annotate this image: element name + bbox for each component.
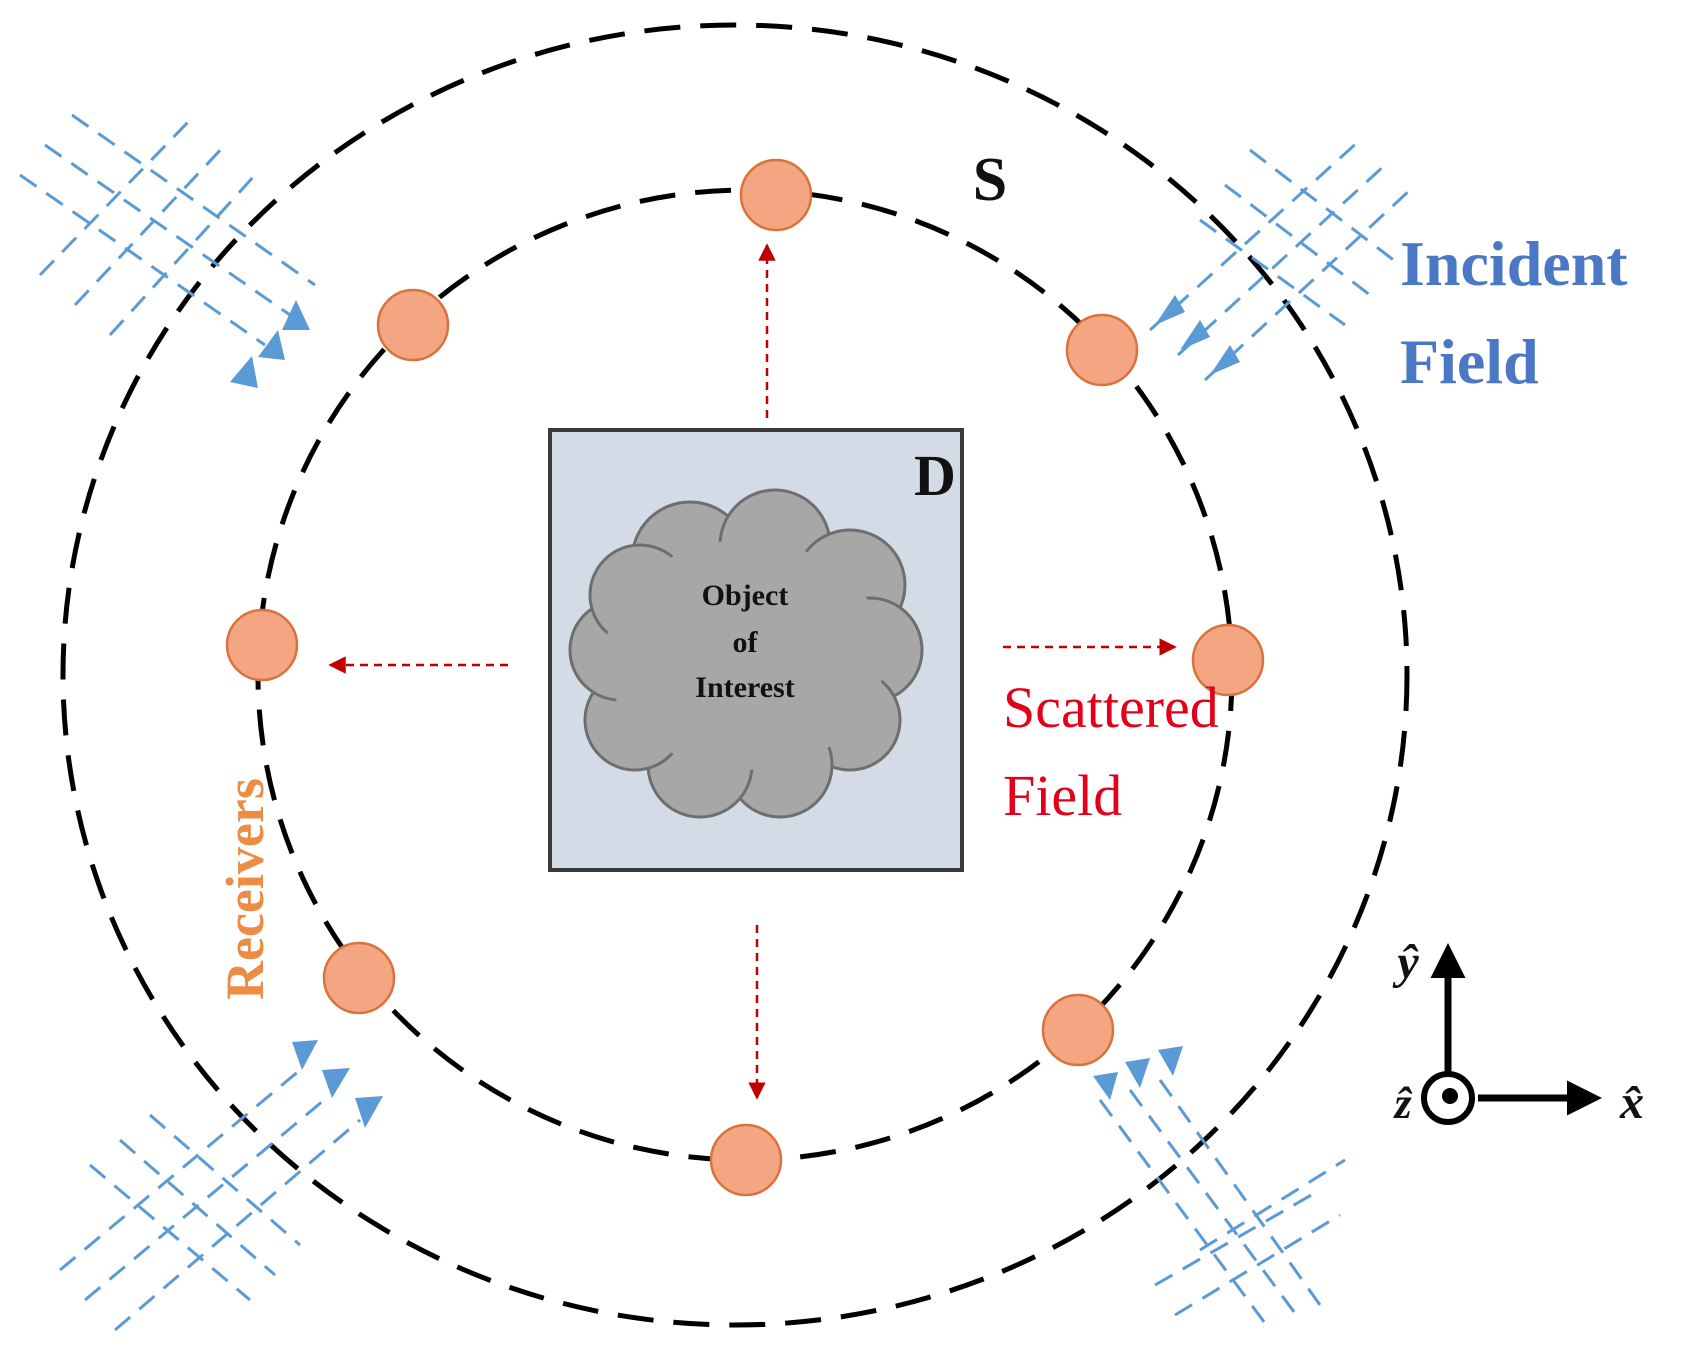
scattered-field-label-line2: Field — [1003, 763, 1122, 828]
receiver — [322, 941, 396, 1015]
coordinate-axes: ŷ x̂ ẑ — [1392, 936, 1644, 1129]
incident-arrows-top-left — [230, 300, 310, 388]
boundary-s-label: S — [973, 146, 1007, 214]
receiver — [709, 1123, 783, 1197]
z-axis-label: ẑ — [1392, 1079, 1412, 1128]
object-label-line3: Interest — [695, 671, 794, 704]
receiver — [376, 288, 450, 362]
receiver — [739, 158, 813, 232]
receiver — [1065, 313, 1139, 387]
incident-wave-top-right — [1148, 138, 1412, 382]
incident-wave-top-left — [19, 113, 316, 347]
receiver — [1041, 993, 1115, 1067]
incident-field-label-line2: Field — [1400, 326, 1539, 397]
incident-arrows-top-right — [1155, 295, 1240, 375]
y-axis-label: ŷ — [1392, 936, 1419, 989]
incident-wave-bottom-left — [59, 1068, 361, 1332]
receiver — [225, 608, 299, 682]
incident-arrows-bottom-left — [292, 1040, 383, 1128]
receiver — [1191, 623, 1265, 697]
receivers-label: Receivers — [215, 778, 275, 1000]
receivers-group — [225, 158, 1265, 1197]
scattered-arrows — [328, 243, 1177, 1100]
x-axis-label: x̂ — [1619, 1076, 1644, 1129]
incident-arrows-bottom-right — [1093, 1046, 1183, 1100]
object-label-line1: Object — [702, 579, 789, 612]
incident-field-label-line1: Incident — [1400, 228, 1628, 299]
object-label-line2: of — [733, 626, 759, 659]
object-cloud — [568, 488, 924, 819]
scattered-field-label-line1: Scattered — [1003, 675, 1219, 740]
domain-d-label: D — [914, 443, 956, 508]
outer-boundary-s — [60, 22, 1410, 1328]
incident-wave-bottom-right — [1098, 1079, 1346, 1331]
